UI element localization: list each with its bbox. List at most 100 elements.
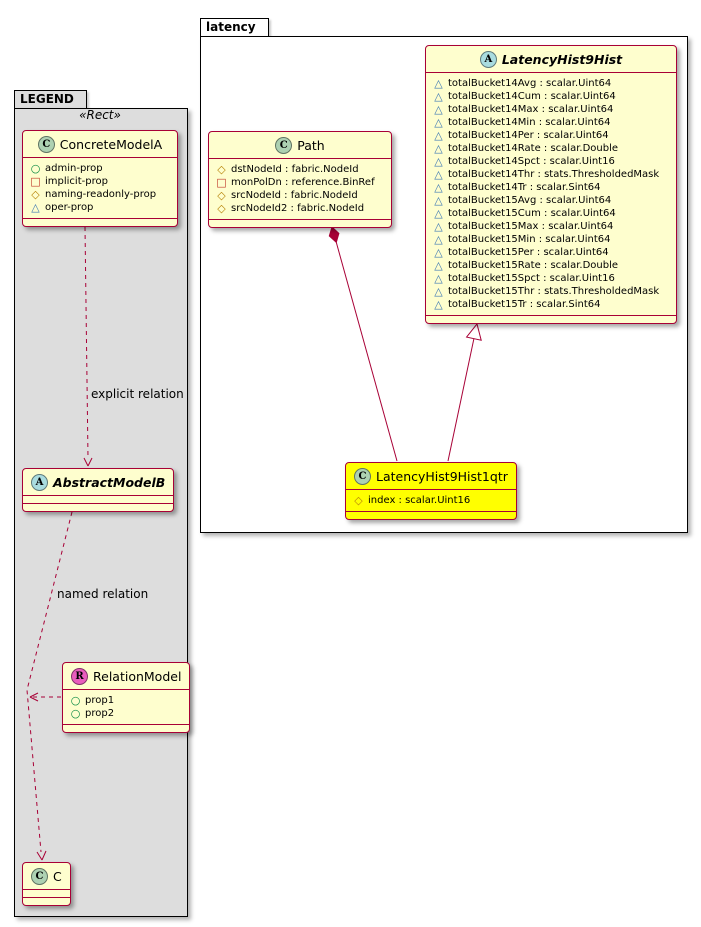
- attribute-row: implicit-prop: [29, 175, 171, 188]
- attribute-row: totalBucket14Tr : scalar.Sint64: [432, 181, 670, 194]
- visibility-icon: [69, 694, 82, 707]
- visibility-icon: [432, 272, 445, 285]
- package-latency-label: latency: [206, 20, 256, 34]
- package-legend: LEGEND: [14, 90, 188, 917]
- class-name: ConcreteModelA: [59, 137, 163, 152]
- attributes-compartment: prop1 prop2: [63, 690, 190, 725]
- attribute-row: prop2: [69, 707, 183, 720]
- attribute-text: totalBucket15Spct : scalar.Uint16: [448, 273, 615, 284]
- attributes-compartment: dstNodeId : fabric.NodeId monPolDn : ref…: [209, 159, 391, 220]
- attributes-compartment: totalBucket14Avg : scalar.Uint64 totalBu…: [426, 73, 676, 316]
- attribute-row: totalBucket15Cum : scalar.Uint64: [432, 207, 670, 220]
- class-name: C: [53, 869, 62, 884]
- attribute-text: totalBucket15Avg : scalar.Uint64: [448, 195, 612, 206]
- generalization-line: [447, 338, 475, 462]
- attribute-text: monPolDn : reference.BinRef: [231, 177, 375, 188]
- class-title: C LatencyHist9Hist1qtr: [346, 463, 516, 490]
- attribute-text: totalBucket14Avg : scalar.Uint64: [448, 78, 612, 89]
- attribute-row: totalBucket15Rate : scalar.Double: [432, 259, 670, 272]
- class-c: C C: [22, 862, 71, 906]
- visibility-icon: [432, 168, 445, 181]
- attribute-text: prop2: [85, 708, 115, 719]
- attribute-text: oper-prop: [45, 202, 94, 213]
- attribute-text: totalBucket15Rate : scalar.Double: [448, 260, 618, 271]
- abstract-spot-icon: A: [31, 474, 48, 491]
- attribute-row: totalBucket15Spct : scalar.Uint16: [432, 272, 670, 285]
- visibility-icon: [432, 220, 445, 233]
- attribute-row: totalBucket14Avg : scalar.Uint64: [432, 77, 670, 90]
- relationmodel-link-arrowhead: [29, 692, 39, 702]
- attribute-row: monPolDn : reference.BinRef: [215, 176, 385, 189]
- attribute-row: totalBucket15Per : scalar.Uint64: [432, 246, 670, 259]
- methods-compartment: [426, 316, 676, 323]
- class-title: C C: [23, 863, 70, 890]
- attributes-compartment: admin-prop implicit-prop naming-readonly…: [23, 158, 177, 219]
- attribute-row: totalBucket15Avg : scalar.Uint64: [432, 194, 670, 207]
- explicit-relation-label: explicit relation: [91, 387, 184, 401]
- generalization-triangle: [465, 322, 482, 341]
- visibility-icon: [432, 285, 445, 298]
- visibility-icon: [432, 233, 445, 246]
- visibility-icon: [432, 259, 445, 272]
- attribute-row: totalBucket14Per : scalar.Uint64: [432, 129, 670, 142]
- class-name: LatencyHist9Hist1qtr: [376, 469, 508, 484]
- class-title: A LatencyHist9Hist: [426, 46, 676, 73]
- visibility-icon: [432, 181, 445, 194]
- attribute-text: totalBucket14Thr : stats.ThresholdedMask: [448, 169, 660, 180]
- attribute-text: totalBucket15Max : scalar.Uint64: [448, 221, 614, 232]
- attribute-text: prop1: [85, 695, 115, 706]
- attribute-text: totalBucket15Thr : stats.ThresholdedMask: [448, 286, 660, 297]
- attribute-text: admin-prop: [45, 163, 103, 174]
- visibility-icon: [29, 188, 42, 201]
- visibility-icon: [432, 142, 445, 155]
- methods-compartment: [346, 512, 516, 519]
- attribute-row: dstNodeId : fabric.NodeId: [215, 163, 385, 176]
- attribute-text: dstNodeId : fabric.NodeId: [231, 164, 359, 175]
- class-title: A AbstractModelB: [23, 469, 174, 496]
- class-name: Path: [297, 138, 325, 153]
- attribute-row: srcNodeId : fabric.NodeId: [215, 189, 385, 202]
- class-path: C Path dstNodeId : fabric.NodeId monPolD…: [208, 131, 392, 228]
- class-latencyhist9hist1qtr: C LatencyHist9Hist1qtr index : scalar.Ui…: [345, 462, 517, 520]
- attribute-text: naming-readonly-prop: [45, 189, 157, 200]
- attribute-row: naming-readonly-prop: [29, 188, 171, 201]
- attribute-text: srcNodeId : fabric.NodeId: [231, 190, 358, 201]
- class-name: RelationModel: [93, 669, 182, 684]
- named-relation-label: named relation: [57, 587, 149, 601]
- attribute-text: totalBucket15Per : scalar.Uint64: [448, 247, 609, 258]
- visibility-icon: [432, 246, 445, 259]
- visibility-icon: [69, 707, 82, 720]
- attribute-row: totalBucket14Max : scalar.Uint64: [432, 103, 670, 116]
- attribute-text: totalBucket14Min : scalar.Uint64: [448, 117, 611, 128]
- attribute-text: srcNodeId2 : fabric.NodeId: [231, 203, 365, 214]
- visibility-icon: [432, 103, 445, 116]
- explicit-relation-arrowhead: [83, 457, 93, 467]
- class-name: AbstractModelB: [53, 475, 166, 490]
- explicit-relation-line: [84, 226, 89, 459]
- class-concretemodela: C ConcreteModelA admin-prop implicit-pro…: [22, 130, 178, 227]
- visibility-icon: [29, 175, 42, 188]
- class-abstractmodelb: A AbstractModelB: [22, 468, 175, 512]
- attribute-text: totalBucket14Max : scalar.Uint64: [448, 104, 614, 115]
- abstract-spot-icon: A: [479, 51, 497, 68]
- relation-spot-icon: R: [71, 668, 88, 685]
- methods-compartment: [23, 504, 173, 511]
- attribute-row: totalBucket15Max : scalar.Uint64: [432, 220, 670, 233]
- visibility-icon: [432, 194, 445, 207]
- class-spot-icon: C: [37, 136, 55, 153]
- attribute-row: admin-prop: [29, 162, 171, 175]
- attribute-row: totalBucket14Rate : scalar.Double: [432, 142, 670, 155]
- attribute-row: totalBucket14Spct : scalar.Uint16: [432, 155, 670, 168]
- attribute-text: totalBucket14Rate : scalar.Double: [448, 143, 618, 154]
- attributes-compartment: index : scalar.Uint16: [346, 490, 516, 512]
- visibility-icon: [432, 77, 445, 90]
- composition-diamond: [328, 226, 340, 244]
- class-spot-icon: C: [31, 868, 48, 885]
- class-spot-icon: C: [354, 468, 371, 485]
- class-title: C ConcreteModelA: [23, 131, 177, 158]
- visibility-icon: [432, 155, 445, 168]
- visibility-icon: [432, 298, 445, 311]
- visibility-icon: [432, 207, 445, 220]
